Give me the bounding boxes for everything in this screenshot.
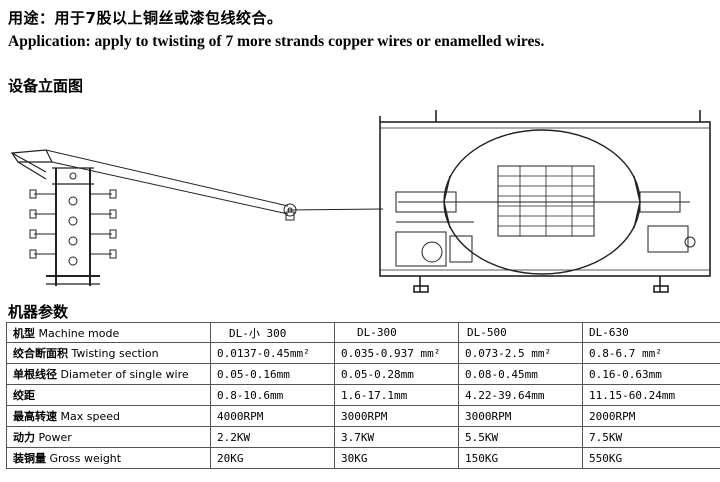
spec-header-row: 机型 Machine mode DL-小 300 DL-300 DL-500 D… [6, 322, 720, 343]
row-label: 绞合断面积 Twisting section [6, 342, 211, 364]
cell: 0.05-0.28mm [334, 363, 459, 385]
cell: 2000RPM [582, 405, 720, 427]
row-label: 装铜量 Gross weight [6, 447, 211, 469]
params-title: 机器参数 [8, 303, 69, 321]
drawing-title: 设备立面图 [8, 77, 84, 95]
row-label: 最高转速 Max speed [6, 405, 211, 427]
row-label-zh: 单根线径 [13, 368, 57, 381]
spec-row-lay-length: 绞距 0.8-10.6mm 1.6-17.1mm 4.22-39.64mm 11… [6, 384, 720, 406]
row-label-zh: 绞距 [13, 389, 35, 402]
model-2: DL-300 [334, 322, 459, 343]
cell: 7.5KW [582, 426, 720, 448]
row-label-zh: 最高转速 [13, 410, 57, 423]
row-label-zh: 动力 [13, 431, 35, 444]
cell: 2.2KW [210, 426, 335, 448]
cell: 0.05-0.16mm [210, 363, 335, 385]
spec-table: 机型 Machine mode DL-小 300 DL-300 DL-500 D… [6, 322, 720, 469]
cell: 3000RPM [334, 405, 459, 427]
cell: 4000RPM [210, 405, 335, 427]
row-label-zh: 装铜量 [13, 452, 46, 465]
header-label-en: Machine mode [38, 326, 120, 340]
spec-row-wire-diameter: 单根线径 Diameter of single wire 0.05-0.16mm… [6, 363, 720, 385]
cell: 30KG [334, 447, 459, 469]
row-label-en: Gross weight [49, 452, 122, 465]
cell: 3.7KW [334, 426, 459, 448]
model-1: DL-小 300 [210, 322, 335, 343]
payoff-creel [10, 149, 117, 286]
spec-row-twisting-section: 绞合断面积 Twisting section 0.0137-0.45mm² 0.… [6, 342, 720, 364]
cell: 150KG [458, 447, 583, 469]
main-frame [379, 110, 711, 293]
row-label: 绞距 [6, 384, 211, 406]
spec-row-gross-weight: 装铜量 Gross weight 20KG 30KG 150KG 550KG [6, 447, 720, 469]
cell: 5.5KW [458, 426, 583, 448]
row-label: 动力 Power [6, 426, 211, 448]
spec-row-max-speed: 最高转速 Max speed 4000RPM 3000RPM 3000RPM 2… [6, 405, 720, 427]
row-label-en: Twisting section [71, 347, 159, 360]
cell: 4.22-39.64mm [458, 384, 583, 406]
machine-elevation-drawing [10, 110, 711, 293]
row-label-en: Max speed [60, 410, 120, 423]
cell: 3000RPM [458, 405, 583, 427]
wire-path [45, 149, 384, 221]
cell: 550KG [582, 447, 720, 469]
model-4: DL-630 [582, 322, 720, 343]
drive-motor [395, 221, 696, 267]
cell: 0.8-6.7 mm² [582, 342, 720, 364]
cell: 1.6-17.1mm [334, 384, 459, 406]
row-label-zh: 绞合断面积 [13, 347, 68, 360]
row-label-en: Diameter of single wire [60, 368, 189, 381]
spec-row-power: 动力 Power 2.2KW 3.7KW 5.5KW 7.5KW [6, 426, 720, 448]
cell: 0.8-10.6mm [210, 384, 335, 406]
application-zh: 用途：用于7股以上铜丝或漆包线绞合。 [8, 9, 283, 27]
cell: 0.08-0.45mm [458, 363, 583, 385]
row-label: 单根线径 Diameter of single wire [6, 363, 211, 385]
cell: 0.035-0.937 mm² [334, 342, 459, 364]
cell: 0.16-0.63mm [582, 363, 720, 385]
cell: 11.15-60.24mm [582, 384, 720, 406]
rotating-cage [395, 129, 690, 275]
cell: 0.0137-0.45mm² [210, 342, 335, 364]
model-3: DL-500 [458, 322, 583, 343]
cell: 20KG [210, 447, 335, 469]
application-en: Application: apply to twisting of 7 more… [8, 33, 545, 50]
row-label-en: Power [38, 431, 72, 444]
cell: 0.073-2.5 mm² [458, 342, 583, 364]
header-label-zh: 机型 [13, 326, 35, 340]
header-label: 机型 Machine mode [6, 322, 211, 343]
